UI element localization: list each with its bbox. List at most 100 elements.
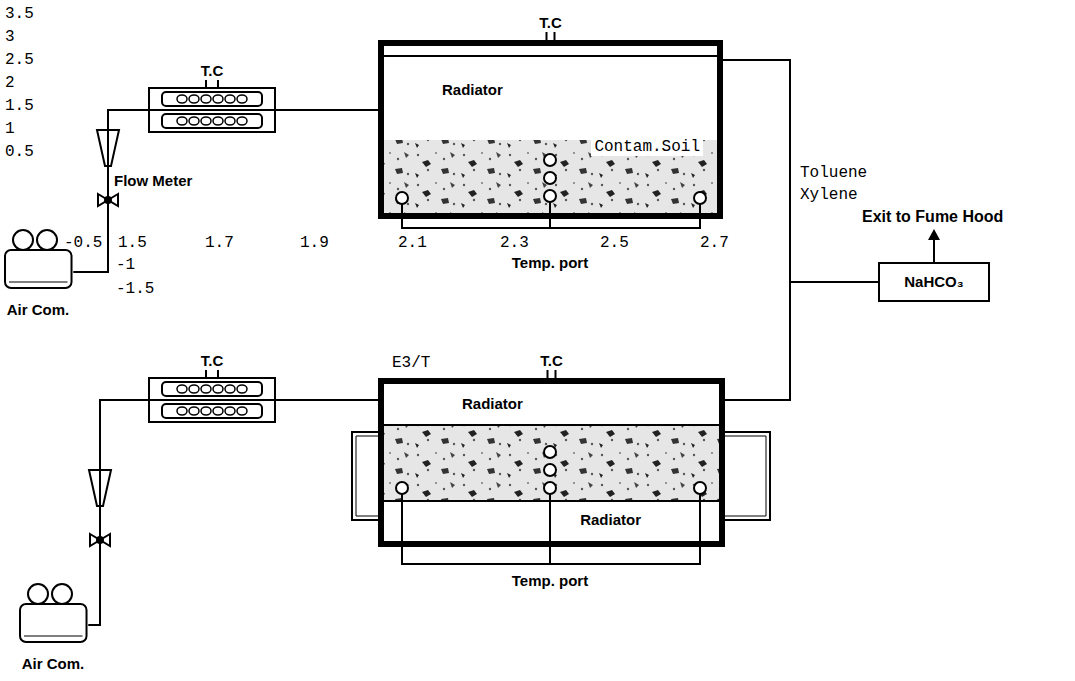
node-text: T.C — [201, 62, 224, 79]
pipe — [148, 399, 276, 401]
axis-number: 2 — [5, 74, 15, 92]
soil-band: Contam.Soil — [392, 136, 709, 207]
axis-number: 1.9 — [300, 234, 329, 252]
axis-number: -1.5 — [116, 280, 154, 298]
temp-port-circles — [396, 446, 706, 494]
radiator-band: Radiator — [392, 502, 711, 538]
air-compressor: Air Com. — [3, 228, 74, 320]
pipe-line — [725, 282, 878, 400]
coil-winding — [213, 385, 223, 393]
thermocouple-pin — [205, 370, 207, 378]
axis-number: 1 — [5, 120, 15, 138]
node-text: Radiator — [462, 395, 523, 412]
coil-winding — [225, 117, 235, 125]
axis-number: 2.5 — [600, 234, 629, 252]
coil-winding — [177, 117, 187, 125]
compressor-detail — [9, 282, 68, 283]
coil-winding — [201, 95, 211, 103]
heater-frame — [149, 88, 275, 132]
coil-housing — [162, 92, 262, 106]
reactor-frame — [381, 43, 720, 216]
exhaust-label: Exit to Fume Hood — [862, 208, 1003, 226]
radiator-band: Radiator — [392, 384, 711, 424]
coil-winding — [201, 117, 211, 125]
compressor-detail — [24, 636, 83, 637]
coil-winding — [213, 95, 223, 103]
pipe-line — [276, 109, 378, 111]
port-label: Temp. port — [512, 254, 588, 271]
axis-number: -0.5 — [64, 234, 102, 252]
thermocouple-pin — [546, 32, 548, 40]
tank-symbol — [37, 230, 57, 250]
coil-housing — [162, 114, 262, 128]
radiator-band: Radiator — [392, 48, 709, 132]
reactor-box: T.CRadiatorRadiator — [378, 352, 725, 547]
air-compressor: Air Com. — [18, 582, 89, 674]
node-text: T.C — [540, 352, 563, 369]
tank-symbol — [28, 584, 48, 604]
radiator-loop — [356, 436, 766, 516]
temp-port-circles — [396, 154, 706, 204]
reactor-label: E3/T — [392, 354, 430, 372]
compressor-body — [20, 604, 87, 642]
tank-symbol — [52, 584, 72, 604]
axis-number: 1.5 — [5, 97, 34, 115]
radiator-stripe — [384, 500, 720, 502]
thermocouple-pin — [217, 370, 219, 378]
pipe-line — [723, 60, 878, 282]
compressor-body — [5, 250, 72, 288]
coil-housing — [162, 404, 262, 418]
node-text: Contam.Soil — [591, 138, 703, 156]
axis-number: 2.5 — [5, 51, 34, 69]
node-text: Air Com. — [22, 655, 85, 672]
coil-housing — [162, 382, 262, 396]
coil-winding — [177, 95, 187, 103]
axis-number: 1.7 — [205, 234, 234, 252]
axis-number: 2.7 — [700, 234, 729, 252]
axis-number: 1.5 — [118, 234, 147, 252]
node-text: Radiator — [442, 81, 503, 98]
axis-number: 3.5 — [5, 5, 34, 23]
coil-winding — [177, 407, 187, 415]
coil-winding — [225, 95, 235, 103]
coil-winding — [201, 407, 211, 415]
heater-frame — [149, 378, 275, 422]
exit-arrowhead — [928, 229, 940, 240]
node-text: NaHCO₃ — [904, 273, 963, 290]
coil-winding — [189, 95, 199, 103]
reactor-box-art — [378, 14, 723, 219]
coil-winding — [225, 385, 235, 393]
thermocouple-pin — [217, 80, 219, 88]
node-text: Air Com. — [7, 301, 70, 318]
axis-number: 3 — [5, 28, 15, 46]
radiator-stripe — [384, 424, 720, 426]
temp-port-bracket — [402, 494, 700, 564]
scrubber-box: NaHCO₃ — [878, 262, 990, 302]
box-outline — [879, 263, 989, 301]
axis-number: 0.5 — [5, 143, 34, 161]
coil-winding — [189, 117, 199, 125]
coil-winding — [237, 95, 247, 103]
node-text: T.C — [539, 14, 562, 31]
axis-number: -1 — [116, 256, 135, 274]
radiator-stripe — [384, 55, 720, 57]
thermocouple-pin — [554, 32, 556, 40]
pipe-line — [88, 400, 148, 625]
reactor-frame — [381, 381, 722, 544]
part-label: Flow Meter — [114, 172, 192, 189]
reactor-box-art — [378, 352, 725, 547]
coil-winding — [177, 385, 187, 393]
coil-winding — [237, 117, 247, 125]
heater-box: T.C — [148, 352, 276, 424]
coil-winding — [213, 407, 223, 415]
reactor-box: T.C RadiatorContam.Soil — [378, 14, 723, 219]
radiator-loop — [352, 432, 770, 520]
coil-winding — [189, 407, 199, 415]
coil-winding — [237, 385, 247, 393]
coil-winding — [225, 407, 235, 415]
coil-winding — [237, 407, 247, 415]
thermocouple-pin — [547, 370, 549, 378]
gas-label: Xylene — [800, 186, 858, 204]
port-label: Temp. port — [512, 572, 588, 589]
heater-box: T.C — [148, 62, 276, 134]
